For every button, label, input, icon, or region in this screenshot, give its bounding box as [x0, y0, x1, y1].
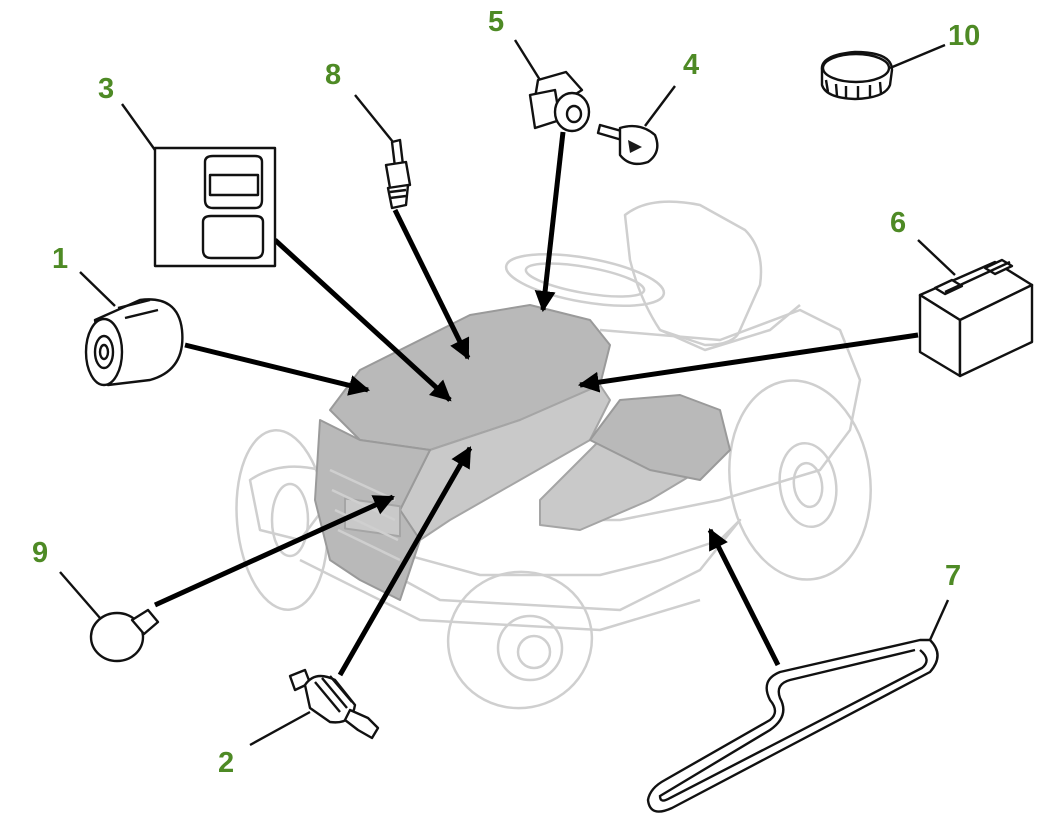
callout-5: 5 [488, 6, 504, 38]
callout-8: 8 [325, 59, 341, 91]
tractor-seat-base [659, 304, 801, 352]
callout-9: 9 [32, 537, 48, 569]
arrow-7 [707, 528, 781, 667]
ignition-key-part [596, 85, 676, 166]
pointer-arrows [153, 131, 919, 677]
drive-belt-part [646, 599, 950, 813]
grille-slats [329, 468, 401, 562]
oil-filter-part [79, 271, 184, 387]
callout-3: 3 [98, 73, 114, 105]
front-wheel-right-hub-inner [516, 634, 552, 670]
arrow-2 [337, 446, 473, 677]
callout-10: 10 [948, 20, 980, 52]
air-filter-part [121, 103, 277, 268]
callout-6: 6 [890, 207, 906, 239]
rear-wheel-hub [778, 441, 838, 529]
callout-numbers: 1 2 3 4 5 6 7 8 9 10 [32, 6, 980, 779]
front-wheel-right-hub [496, 614, 564, 682]
headlight-bulb-part [59, 571, 160, 663]
callout-7: 7 [945, 560, 961, 592]
battery-part [917, 239, 1034, 378]
leader-10 [889, 43, 946, 70]
tractor-seat [623, 200, 763, 347]
lawn-tractor-illustration [235, 200, 872, 710]
arrow-3 [273, 238, 452, 402]
callout-2: 2 [218, 747, 234, 779]
leader-8 [354, 94, 394, 143]
leader-1 [79, 271, 116, 307]
rear-fender [560, 308, 862, 522]
leader-9 [59, 571, 101, 619]
arrow-1 [184, 342, 371, 396]
front-wheel-left-hub [270, 482, 310, 558]
leader-2 [249, 710, 311, 747]
leader-4 [644, 85, 676, 127]
fuel-cap-part [820, 43, 946, 101]
fuel-filter-part [249, 668, 380, 747]
mower-deck [329, 518, 742, 612]
leader-3 [121, 103, 156, 151]
mower-deck-skirt [299, 558, 701, 632]
spark-plug-part [354, 94, 412, 210]
arrow-9 [153, 494, 395, 608]
rear-wheel [728, 379, 872, 581]
steering-wheel-inner [524, 262, 646, 298]
leader-6 [917, 239, 956, 276]
tractor-side-panel [589, 394, 731, 481]
arrow-8 [392, 208, 471, 360]
front-frame [248, 465, 332, 542]
ignition-switch-part [513, 39, 591, 133]
leader-7 [928, 599, 950, 641]
leader-5 [513, 39, 542, 81]
arrow-5 [534, 131, 566, 313]
callout-1: 1 [52, 243, 68, 275]
rear-wheel-hub-inner [792, 461, 824, 509]
callout-4: 4 [683, 49, 699, 81]
front-wheel-right [446, 570, 594, 710]
arrow-6 [577, 332, 919, 393]
steering-wheel [504, 253, 666, 307]
